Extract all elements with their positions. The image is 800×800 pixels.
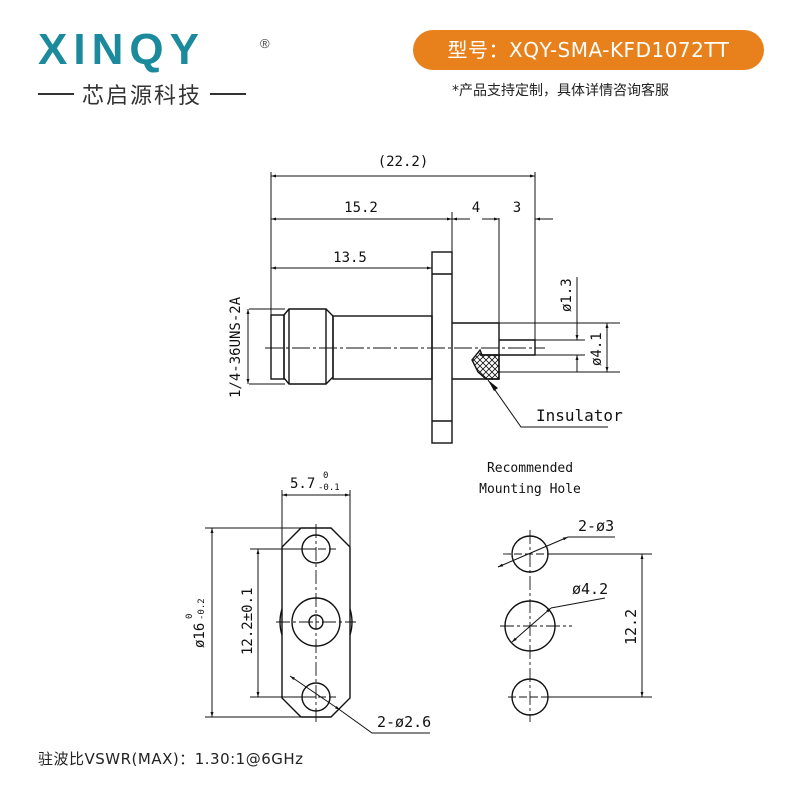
logo-text: XINQY <box>38 25 205 74</box>
model-badge: 型号：XQY-SMA-KFD1072TT <box>413 30 764 70</box>
thread-spec: 1/4-36UNS-2A <box>228 296 244 398</box>
dim-body-diameter: ø4.1 <box>589 332 605 366</box>
vswr-spec: 驻波比VSWR(MAX)：1.30:1@6GHz <box>38 750 304 768</box>
dim-overall-length: (22.2) <box>378 154 429 170</box>
side-view: (22.2) 15.2 4 3 13.5 1/4-36UNS-2A <box>228 154 623 444</box>
brand-logo: XINQY ® 芯启源科技 <box>38 28 278 110</box>
dim-hole-spacing: 12.2±0.1 <box>240 588 256 655</box>
dim-flange-width: 5.7 <box>290 476 315 492</box>
dim-4: 4 <box>472 200 480 216</box>
dim-3: 3 <box>513 200 521 216</box>
mounting-hole-view: Recommended Mounting Hole 2-ø3 ø4.2 12.2 <box>479 461 652 722</box>
mounting-title-line2: Mounting Hole <box>479 482 581 497</box>
divider-line <box>210 93 247 95</box>
height-tol-upper: 0 <box>185 614 195 619</box>
dim-13-5: 13.5 <box>333 250 367 266</box>
dim-center-hole: ø4.2 <box>572 580 608 598</box>
dim-flange-height: ø16 <box>192 623 208 648</box>
dim-mount-spacing: 12.2 <box>622 609 640 645</box>
width-tol-upper: 0 <box>323 471 328 481</box>
customization-note: *产品支持定制，具体详情咨询客服 <box>452 83 669 99</box>
logo-mark: XINQY ® <box>38 28 278 72</box>
dim-15-2: 15.2 <box>344 200 378 216</box>
insulator-label: Insulator <box>536 406 623 425</box>
dim-flange-hole-diameter: 2-ø2.6 <box>377 713 431 731</box>
logo-subtitle: 芯启源科技 <box>38 78 278 110</box>
registered-mark: ® <box>260 36 270 51</box>
width-tol-lower: -0.1 <box>318 483 340 493</box>
height-tol-lower: -0.2 <box>197 598 207 620</box>
dim-small-holes: 2-ø3 <box>578 517 614 535</box>
company-name: 芯启源科技 <box>82 84 203 109</box>
divider-line <box>38 93 74 95</box>
front-view: 5.7 0 -0.1 ø16 0 -0.2 12.2±0.1 2-ø2.6 <box>185 471 431 734</box>
dim-pin-diameter: ø1.3 <box>559 278 575 312</box>
mounting-title-line1: Recommended <box>487 461 573 476</box>
